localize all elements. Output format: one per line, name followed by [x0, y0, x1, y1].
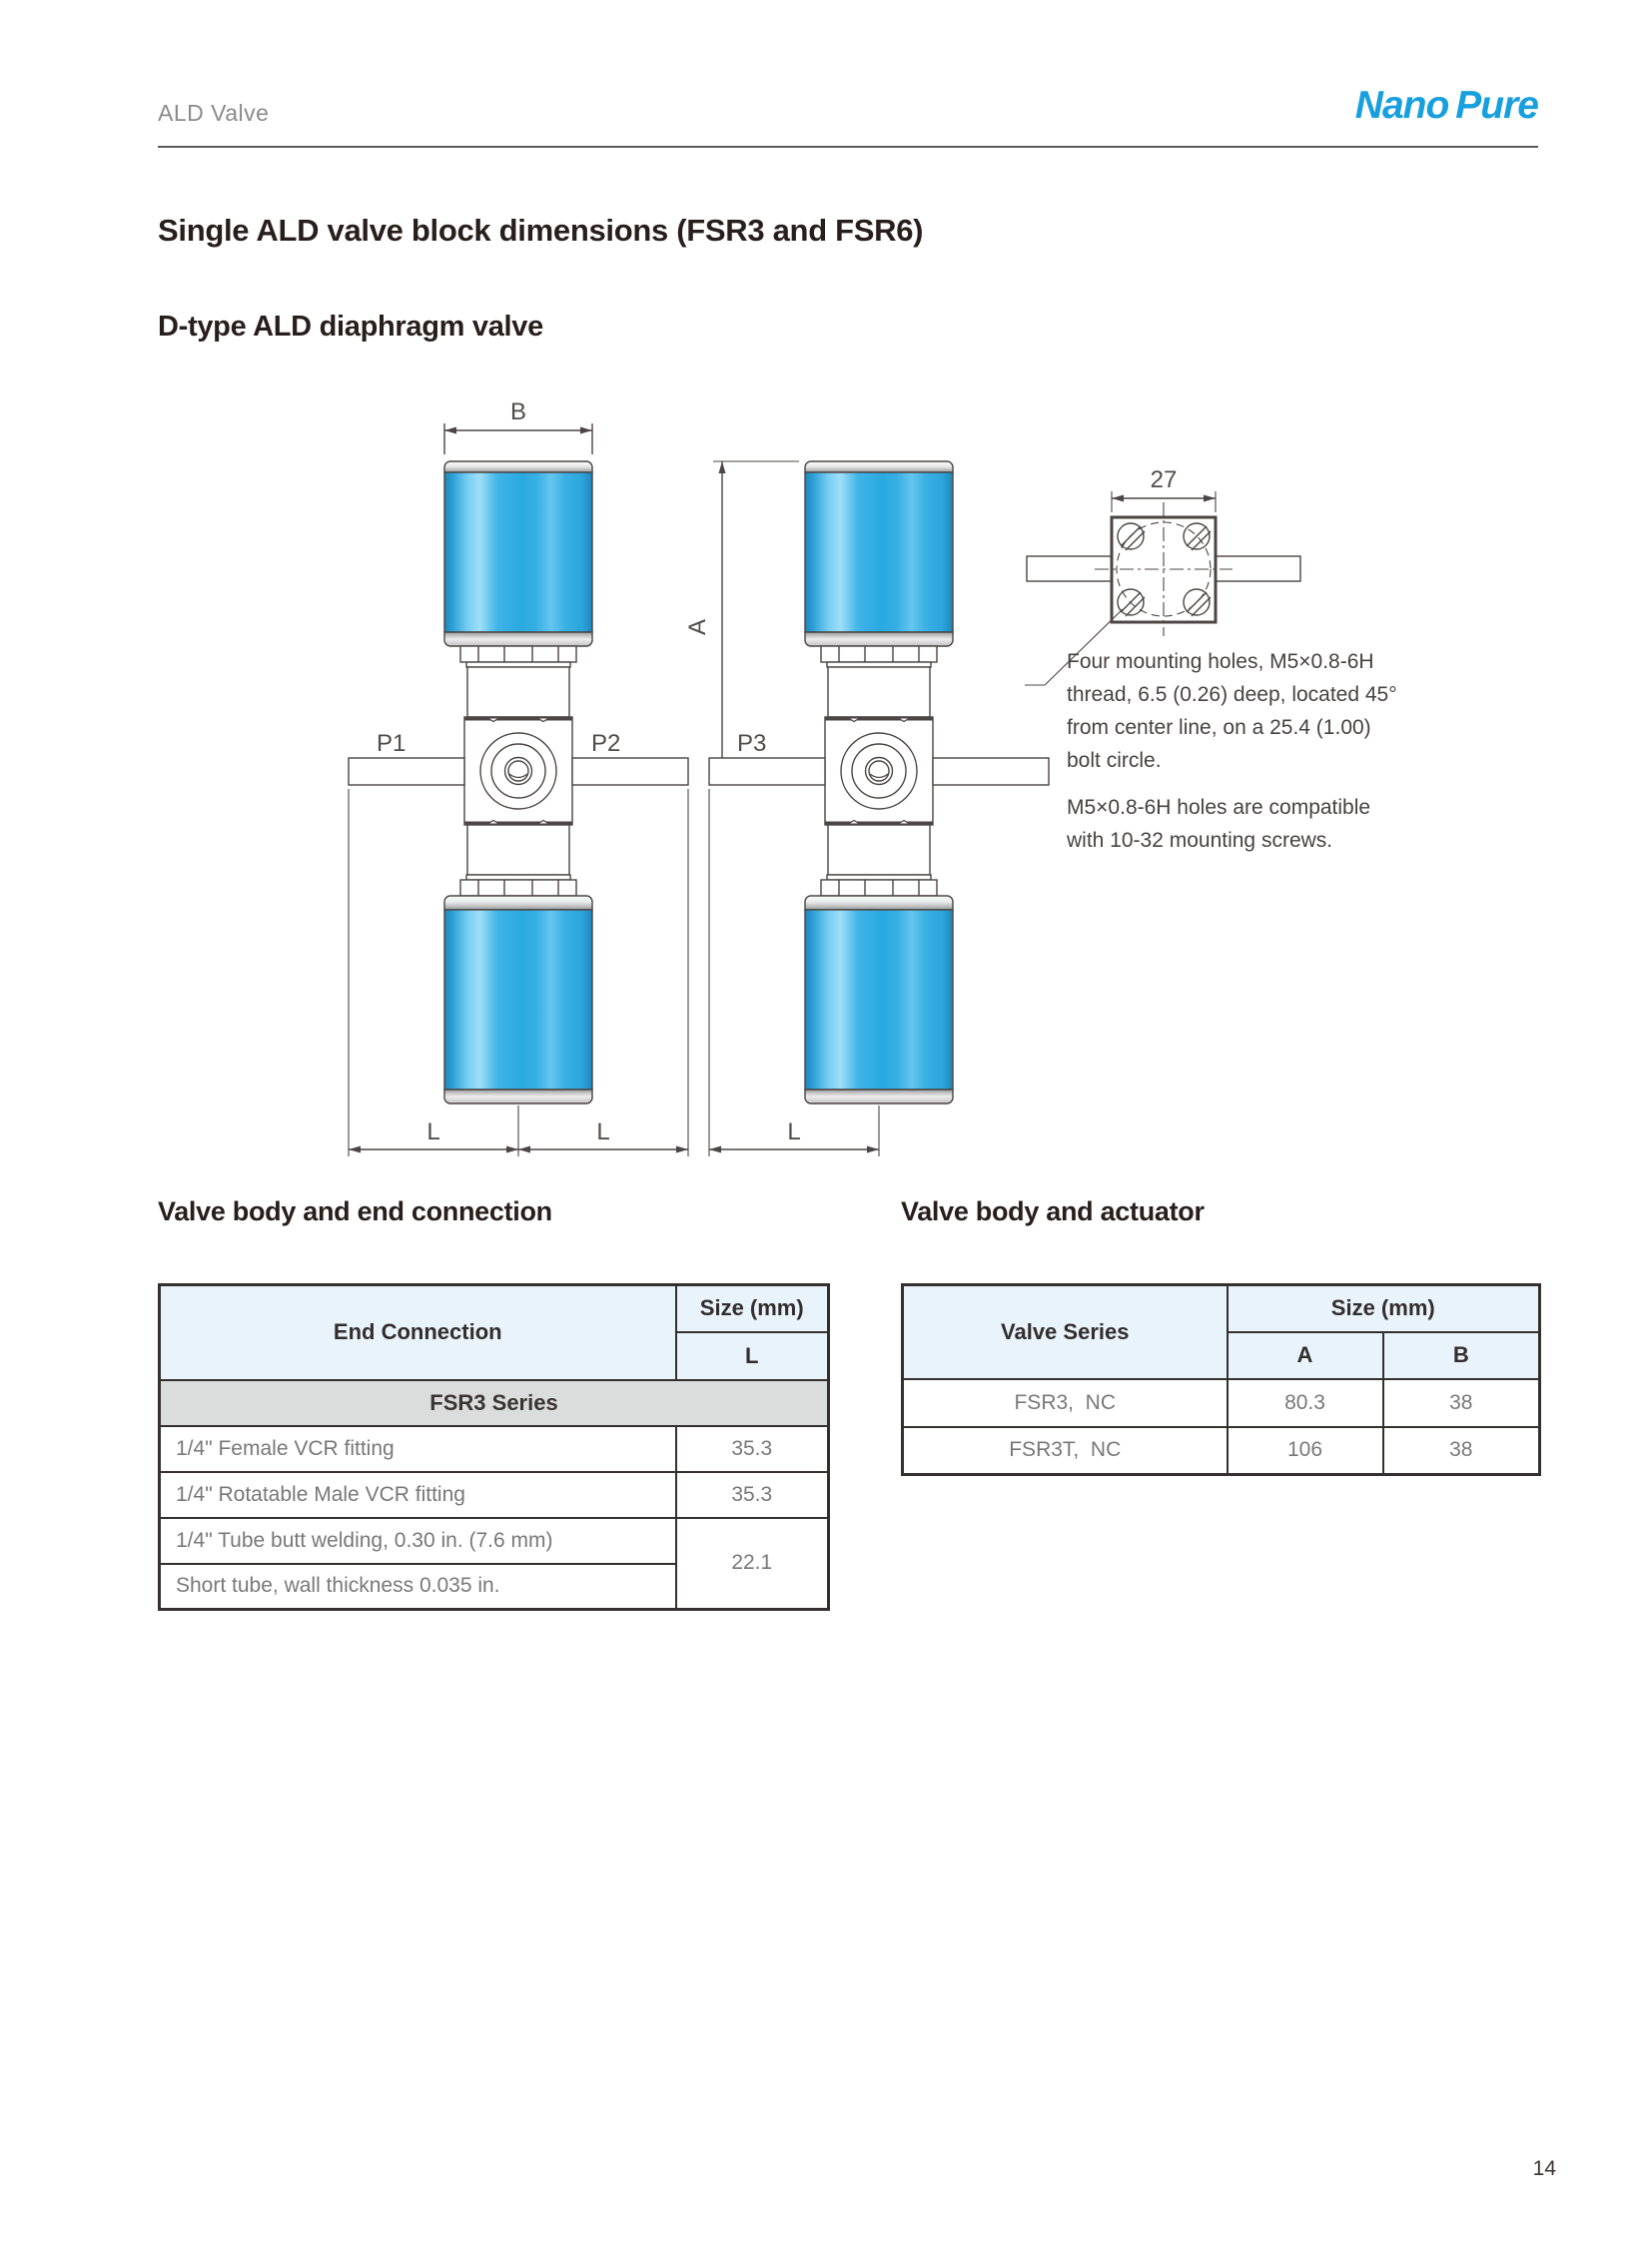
- size-b-cell: 38: [1381, 1425, 1541, 1476]
- port-label-p3: P3: [737, 730, 766, 757]
- dim-label-l1: L: [426, 1119, 439, 1145]
- col-header-end-connection: End Connection: [158, 1283, 677, 1381]
- end-connection-cell: 1/4" Female VCR fitting: [158, 1424, 677, 1473]
- valve-front-view-2: [708, 460, 1050, 1156]
- table-row: Short tube, wall thickness 0.035 in.: [158, 1562, 829, 1611]
- note-line: from center line, on a 25.4 (1.00): [1067, 716, 1371, 739]
- dim-label-a: A: [684, 619, 711, 635]
- size-l-cell: 22.1: [674, 1516, 830, 1611]
- dimension-labels: B A 27 P1 P2 P3 L L L: [377, 398, 1177, 1145]
- section-heading-end-connection: Valve body and end connection: [158, 1196, 552, 1226]
- dim-label-b: B: [510, 398, 526, 425]
- port-label-p2: P2: [591, 730, 620, 757]
- col-header-b: B: [1381, 1330, 1541, 1380]
- end-connection-table: End Connection Size (mm) L FSR3 Series 1…: [158, 1283, 830, 1611]
- header-rule: [158, 146, 1538, 148]
- section-heading-actuator: Valve body and actuator: [901, 1196, 1205, 1226]
- dim-label-l2: L: [596, 1119, 609, 1145]
- col-header-l: L: [674, 1330, 830, 1381]
- mounting-holes-note: Four mounting holes, M5×0.8-6H thread, 6…: [1067, 645, 1486, 777]
- size-b-cell: 38: [1381, 1377, 1541, 1428]
- col-header-valve-series: Valve Series: [901, 1283, 1229, 1380]
- size-l-cell: 35.3: [674, 1424, 830, 1473]
- valve-series-cell: FSR3T, NC: [901, 1425, 1229, 1476]
- mounting-hole-icon: [1117, 522, 1146, 551]
- note-line: bolt circle.: [1067, 749, 1162, 772]
- valve-series-cell: FSR3, NC: [901, 1377, 1229, 1428]
- brand-logo-part1: Nano: [1354, 84, 1449, 127]
- screw-compatibility-note: M5×0.8-6H holes are compatible with 10-3…: [1067, 791, 1486, 857]
- end-connection-cell: 1/4" Tube butt welding, 0.30 in. (7.6 mm…: [158, 1516, 677, 1565]
- mounting-hole-icon: [1183, 588, 1212, 617]
- mounting-hole-icon: [1117, 588, 1146, 617]
- table-row: FSR3T, NC 106 38: [901, 1425, 1541, 1476]
- page-header-label: ALD Valve: [158, 100, 270, 126]
- valve-front-view-1: [348, 423, 689, 1156]
- actuator-table: Valve Series Size (mm) A B FSR3, NC 80.3…: [901, 1283, 1542, 1476]
- size-a-cell: 80.3: [1226, 1377, 1384, 1428]
- col-header-size-mm: Size (mm): [1226, 1283, 1541, 1333]
- table-row: 1/4" Rotatable Male VCR fitting 35.3: [158, 1470, 830, 1519]
- col-header-size-mm: Size (mm): [674, 1283, 830, 1333]
- size-l-cell: 35.3: [674, 1470, 830, 1519]
- end-connection-cell: 1/4" Rotatable Male VCR fitting: [158, 1470, 677, 1519]
- note-line: Four mounting holes, M5×0.8-6H: [1067, 650, 1374, 673]
- page-subtitle: D-type ALD diaphragm valve: [158, 311, 543, 343]
- col-header-a: A: [1226, 1330, 1384, 1380]
- port-label-p1: P1: [377, 730, 406, 757]
- note-line: thread, 6.5 (0.26) deep, located 45°: [1067, 683, 1397, 706]
- end-connection-cell: Short tube, wall thickness 0.035 in.: [158, 1562, 677, 1611]
- note-line: with 10-32 mounting screws.: [1067, 829, 1333, 852]
- table-row: 1/4" Tube butt welding, 0.30 in. (7.6 mm…: [158, 1516, 830, 1611]
- mounting-hole-icon: [1183, 522, 1212, 551]
- table-row: FSR3, NC 80.3 38: [901, 1377, 1541, 1428]
- size-a-cell: 106: [1226, 1425, 1384, 1476]
- page-number: 14: [1532, 2157, 1556, 2180]
- dim-label-l3: L: [787, 1119, 800, 1145]
- series-group-row: FSR3 Series: [158, 1378, 830, 1427]
- dim-label-27: 27: [1151, 466, 1178, 493]
- brand-logo-part2: Pure: [1455, 84, 1539, 127]
- page-title: Single ALD valve block dimensions (FSR3 …: [158, 213, 924, 248]
- note-line: M5×0.8-6H holes are compatible: [1067, 796, 1371, 819]
- table-row: 1/4" Female VCR fitting 35.3: [158, 1424, 830, 1473]
- valve-top-view: [1025, 491, 1301, 686]
